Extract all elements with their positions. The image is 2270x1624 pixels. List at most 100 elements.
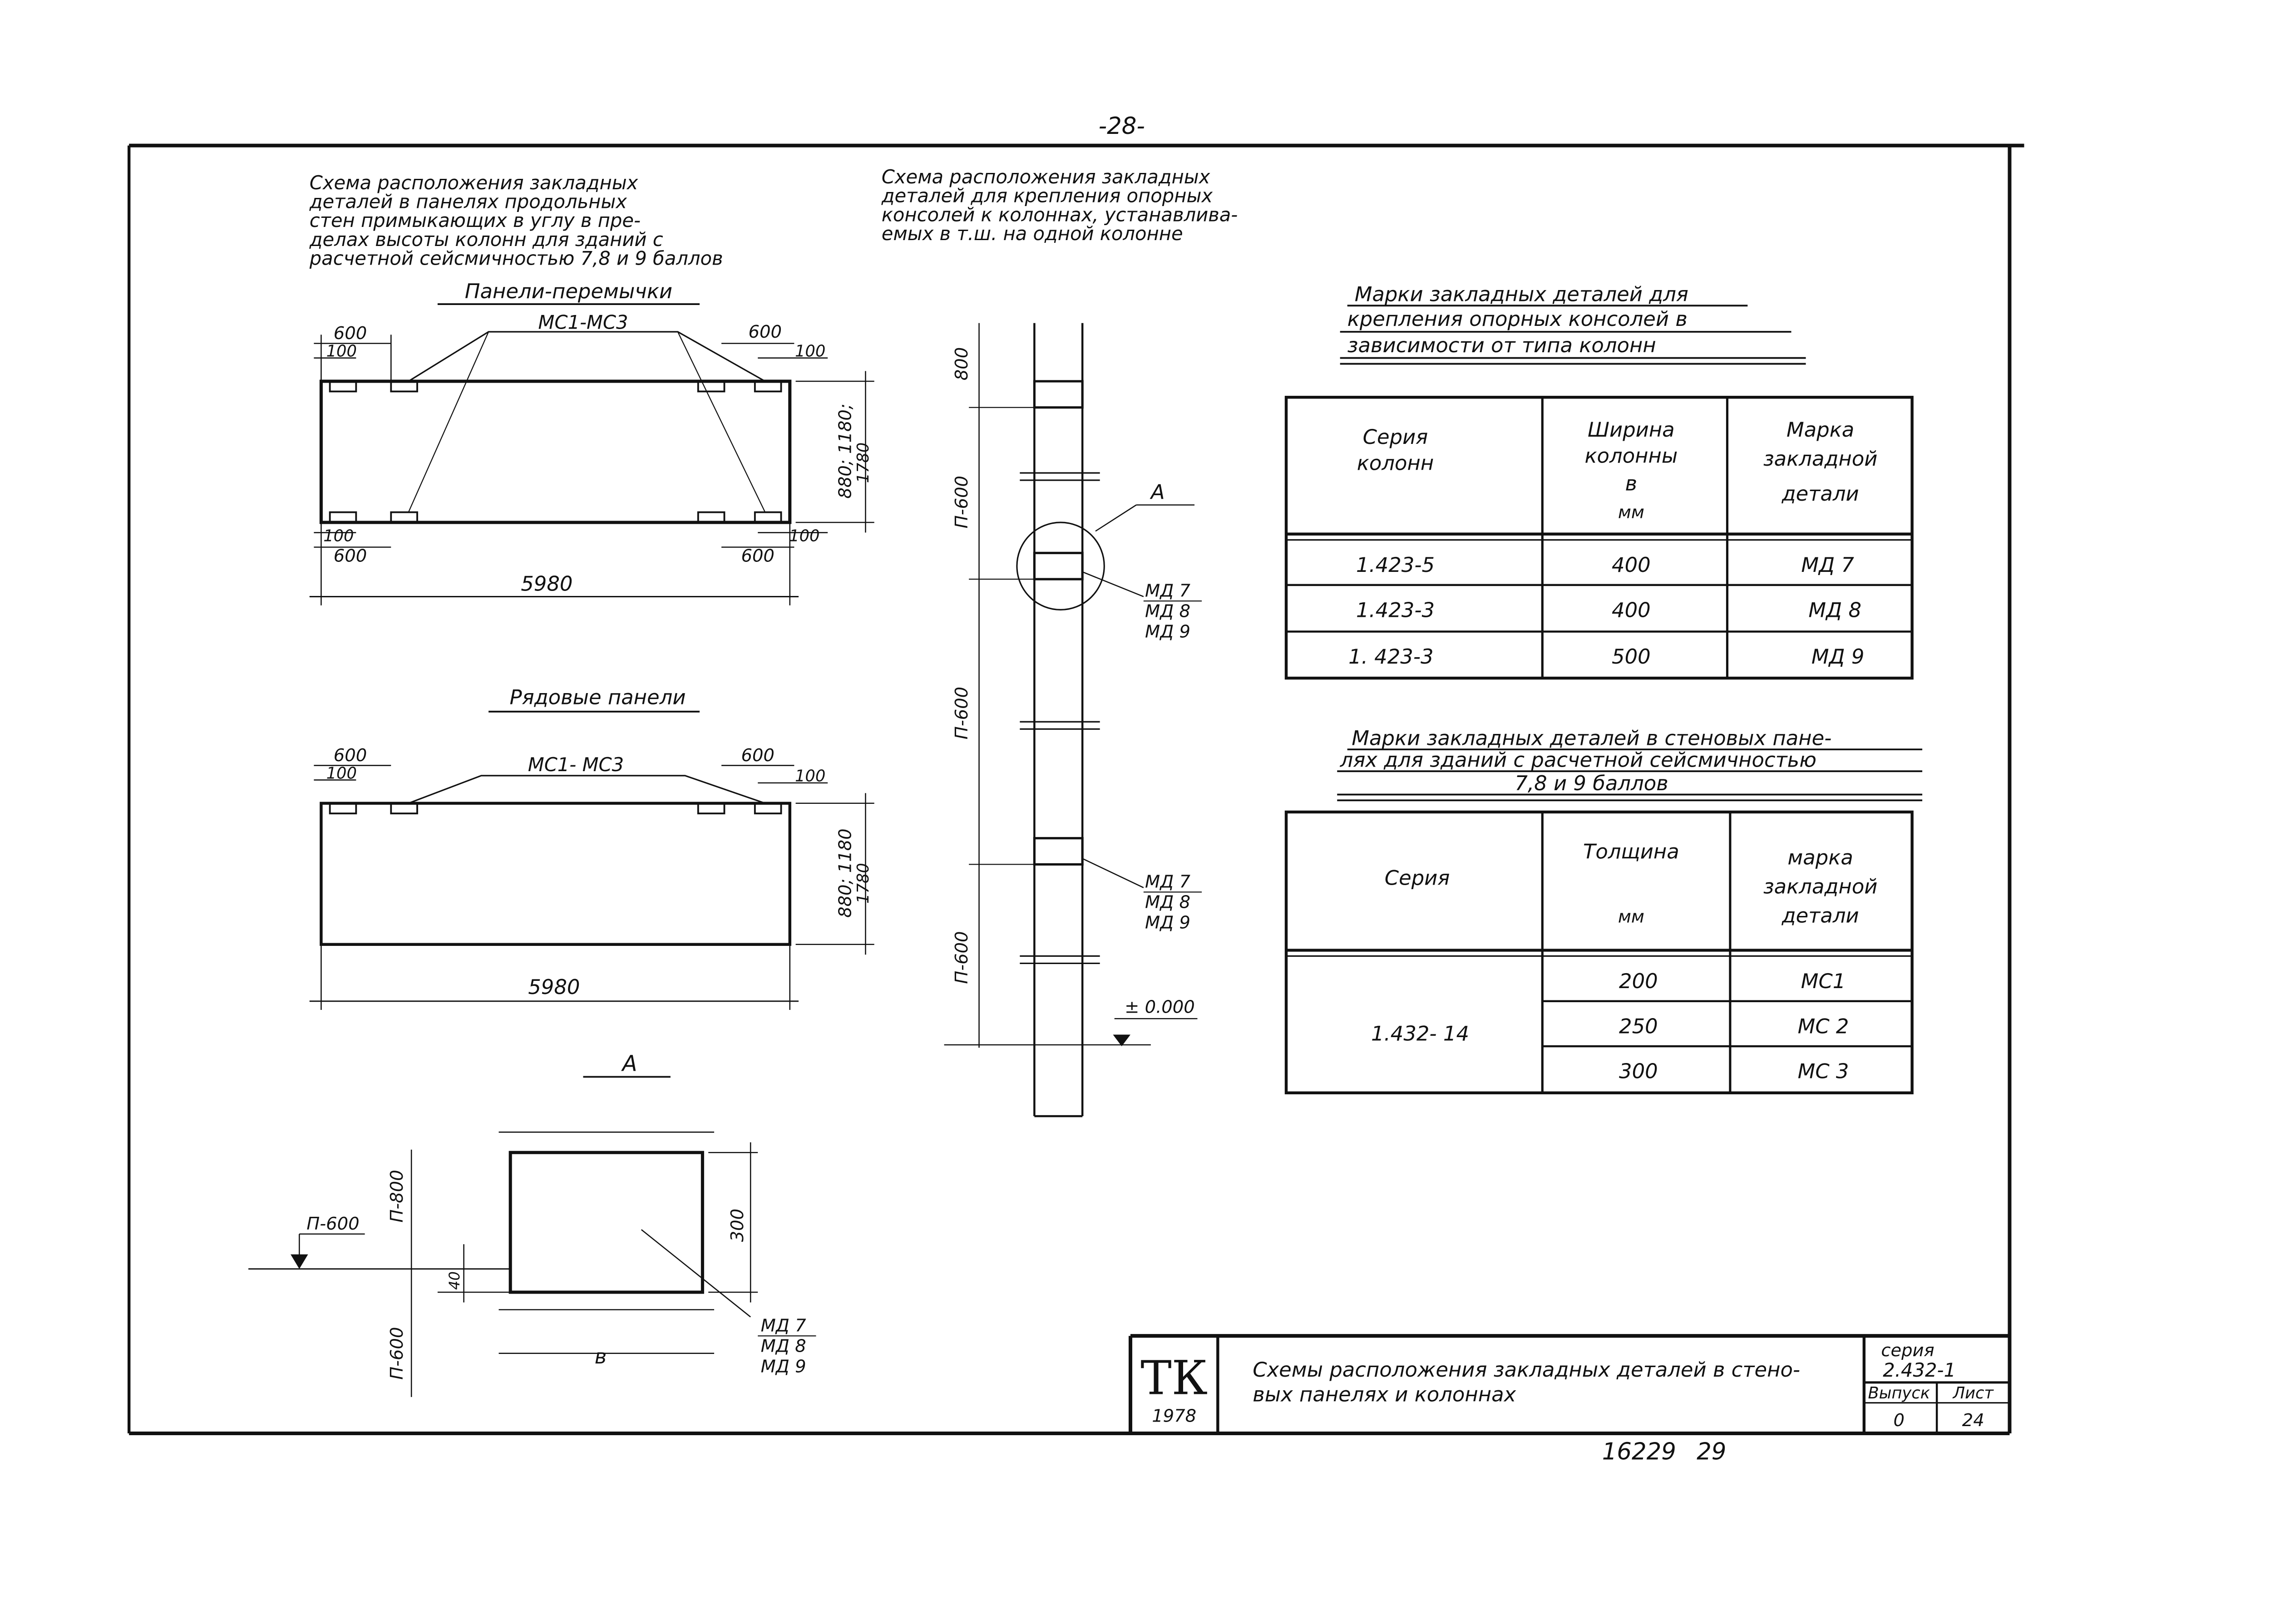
svg-text:деталей для крепления опорных: деталей для крепления опорных	[881, 185, 1213, 207]
logo: ТК	[1140, 1351, 1208, 1405]
svg-text:600: 600	[334, 745, 367, 766]
svg-text:консолей к колоннах, устанавли: консолей к колоннах, устанавлива-	[882, 203, 1238, 226]
svg-text:детали: детали	[1781, 904, 1859, 928]
svg-text:МД 9: МД 9	[1811, 645, 1865, 669]
svg-text:600: 600	[741, 745, 774, 766]
stamp-page: 29	[1697, 1438, 1726, 1466]
svg-text:МС1: МС1	[1801, 969, 1846, 993]
svg-text:МД 8: МД 8	[1145, 601, 1190, 621]
svg-text:стен примыкающих в углу в пре-: стен примыкающих в углу в пре-	[310, 209, 641, 231]
svg-text:400: 400	[1612, 553, 1651, 577]
svg-text:1780: 1780	[854, 443, 873, 483]
svg-text:расчетной сейсмичностью 7,8 и: расчетной сейсмичностью 7,8 и 9 баллов	[309, 247, 723, 270]
drawing-title: Схемы расположения закладных деталей в с…	[1253, 1358, 1800, 1382]
svg-text:Выпуск: Выпуск	[1868, 1384, 1930, 1403]
svg-text:Лист: Лист	[1952, 1384, 1994, 1403]
svg-text:± 0.000: ± 0.000	[1125, 997, 1195, 1017]
svg-text:880; 1180: 880; 1180	[835, 828, 855, 918]
svg-text:100: 100	[326, 764, 357, 782]
svg-text:600: 600	[334, 546, 367, 566]
svg-text:880; 1180;: 880; 1180;	[835, 404, 855, 498]
svg-text:МД 7: МД 7	[761, 1316, 806, 1336]
svg-text:колонны: колонны	[1584, 444, 1678, 468]
svg-text:Схема расположения закладных: Схема расположения закладных	[882, 166, 1210, 188]
svg-text:марка: марка	[1787, 845, 1853, 869]
svg-text:100: 100	[323, 527, 354, 546]
svg-text:МД 9: МД 9	[761, 1356, 806, 1377]
svg-text:МД 9: МД 9	[1145, 912, 1190, 933]
svg-text:5980: 5980	[528, 975, 580, 999]
svg-text:200: 200	[1619, 969, 1658, 993]
svg-text:П-800: П-800	[387, 1170, 407, 1222]
svg-text:А: А	[1150, 480, 1165, 504]
svg-text:МД 8: МД 8	[1808, 598, 1861, 622]
svg-text:Марка: Марка	[1786, 418, 1854, 442]
svg-text:МС 2: МС 2	[1798, 1014, 1849, 1038]
svg-text:МД 7: МД 7	[1145, 872, 1190, 892]
lintel-panel-drawing: Панели-перемычки МС1-МС3 600 100 600 100…	[309, 279, 874, 605]
title-block: ТК 1978 Схемы расположения закладных дет…	[1128, 1334, 2010, 1434]
svg-text:в: в	[595, 1344, 607, 1368]
svg-text:в: в	[1625, 471, 1637, 495]
svg-text:300: 300	[727, 1209, 748, 1242]
lintel-mark: МС1-МС3	[538, 311, 628, 334]
stamp-number: 16229	[1602, 1438, 1676, 1466]
svg-text:крепления опорных консолей в: крепления опорных консолей в	[1347, 307, 1688, 331]
svg-text:лях для зданий с расчетной сей: лях для зданий с расчетной сейсмичностью	[1340, 748, 1816, 772]
svg-text:Марки закладных деталей для: Марки закладных деталей для	[1355, 282, 1688, 306]
svg-text:закладной: закладной	[1763, 875, 1878, 899]
svg-text:1. 423-3: 1. 423-3	[1348, 645, 1433, 669]
row-panel-title: Рядовые панели	[510, 685, 686, 709]
svg-text:емых в т.ш. на одной колонне: емых в т.ш. на одной колонне	[882, 222, 1183, 245]
svg-text:П-600: П-600	[952, 476, 972, 528]
svg-text:800: 800	[952, 347, 972, 380]
svg-text:МД 8: МД 8	[1145, 892, 1190, 913]
svg-text:24: 24	[1962, 1410, 1984, 1431]
svg-text:2.432-1: 2.432-1	[1883, 1359, 1956, 1381]
note-column: Схема расположения закладных деталей для…	[881, 166, 1238, 245]
svg-text:400: 400	[1612, 598, 1651, 622]
svg-text:100: 100	[326, 342, 357, 360]
svg-text:П-600: П-600	[952, 931, 972, 984]
page-number: -28-	[1099, 113, 1145, 140]
svg-text:100: 100	[795, 767, 825, 786]
svg-text:40: 40	[446, 1271, 463, 1290]
sheet-frame	[127, 143, 2024, 1436]
svg-text:Серия: Серия	[1363, 425, 1428, 449]
svg-text:100: 100	[795, 342, 825, 360]
svg-text:П-600: П-600	[306, 1214, 359, 1234]
svg-text:100: 100	[789, 527, 819, 546]
svg-text:Марки закладных деталей в стен: Марки закладных деталей в стеновых пане-	[1352, 726, 1831, 750]
svg-text:МД 9: МД 9	[1145, 621, 1190, 642]
svg-text:1978: 1978	[1152, 1406, 1196, 1426]
svg-text:300: 300	[1619, 1059, 1658, 1083]
lintel-panel-title: Панели-перемычки	[465, 279, 672, 303]
svg-text:Схема расположения закладных: Схема расположения закладных	[310, 172, 638, 194]
svg-text:1.423-3: 1.423-3	[1356, 598, 1435, 622]
table-2: Марки закладных деталей в стеновых пане-…	[1284, 726, 1923, 1094]
svg-text:250: 250	[1619, 1014, 1658, 1038]
svg-text:1.432- 14: 1.432- 14	[1371, 1021, 1469, 1045]
svg-text:зависимости от типа колонн: зависимости от типа колонн	[1347, 333, 1656, 357]
svg-text:детали: детали	[1781, 482, 1859, 506]
svg-text:500: 500	[1612, 645, 1651, 669]
svg-text:МС 3: МС 3	[1798, 1059, 1849, 1083]
svg-text:Толщина: Толщина	[1583, 840, 1679, 864]
svg-text:вых панелях и колоннах: вых панелях и колоннах	[1253, 1382, 1516, 1406]
svg-text:1.423-5: 1.423-5	[1356, 553, 1435, 577]
svg-text:МД 8: МД 8	[761, 1336, 806, 1356]
column-drawing: 800 П-600 П-600 П-600 А МД 7 МД 8 МД 9 М…	[944, 323, 1202, 1117]
svg-text:серия: серия	[1881, 1340, 1934, 1361]
svg-text:мм: мм	[1618, 907, 1644, 927]
svg-text:600: 600	[741, 546, 774, 566]
svg-text:МД 7: МД 7	[1801, 553, 1854, 577]
table-1: Марки закладных деталей для крепления оп…	[1284, 282, 1914, 680]
svg-text:600: 600	[334, 323, 367, 344]
svg-text:7,8 и 9 баллов: 7,8 и 9 баллов	[1515, 771, 1668, 795]
svg-text:мм: мм	[1618, 502, 1644, 522]
svg-text:деталей в панелях продольных: деталей в панелях продольных	[309, 190, 627, 212]
detail-a-drawing: А 300 в 40 П-800 П-600 П-600 МД 7 МД 8 М…	[248, 1051, 816, 1397]
row-mark: МС1- МС3	[528, 753, 624, 776]
svg-text:делах высоты колонн для зданий: делах высоты колонн для зданий с	[309, 228, 663, 251]
